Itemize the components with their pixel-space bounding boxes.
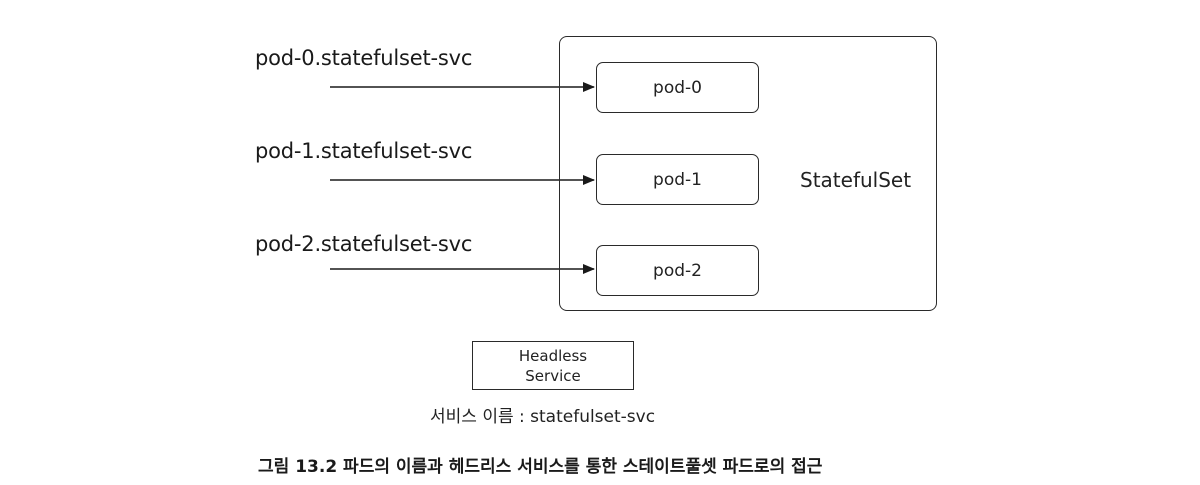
headless-service-line1: Headless [518,346,588,365]
pod-box-2: pod-2 [596,245,759,296]
statefulset-label: StatefulSet [800,168,912,192]
headless-service-line2: Service [525,366,581,385]
pod-label: pod-0 [653,77,702,98]
pod-box-1: pod-1 [596,154,759,205]
pod-label: pod-1 [653,169,702,190]
dns-name-pod-2: pod-2.statefulset-svc [255,232,473,256]
dns-name-pod-0: pod-0.statefulset-svc [255,46,473,70]
service-name-label: 서비스 이름 : statefulset-svc [430,407,656,427]
dns-name-pod-1: pod-1.statefulset-svc [255,139,473,163]
statefulset-container [559,36,937,311]
headless-service-box: Headless Service [472,341,634,390]
pod-label: pod-2 [653,260,702,281]
figure-caption: 그림 13.2 파드의 이름과 헤드리스 서비스를 통한 스테이트풀셋 파드로의… [258,457,823,477]
pod-box-0: pod-0 [596,62,759,113]
